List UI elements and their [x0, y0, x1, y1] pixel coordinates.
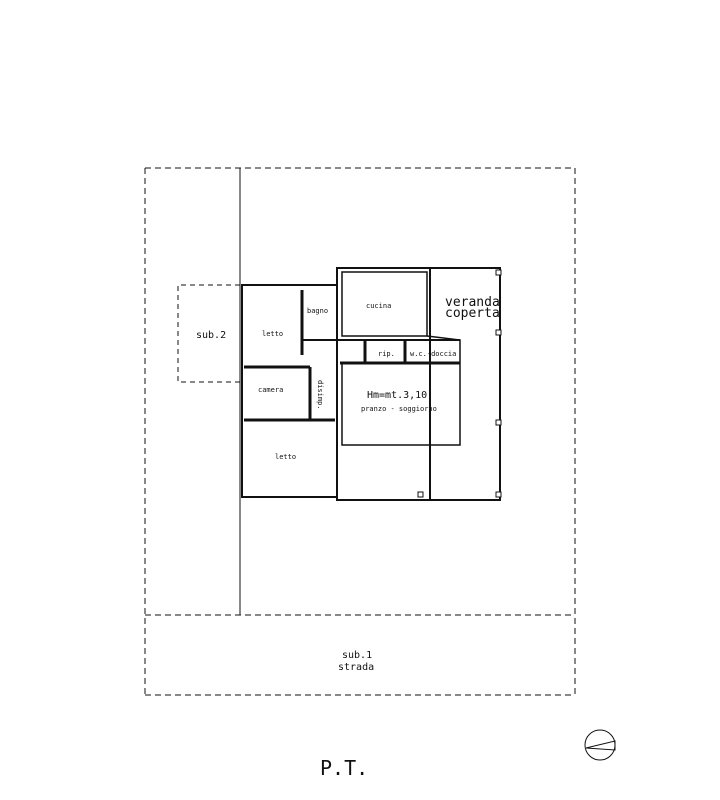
room-label-pranzo-soggiorno: pranzo - soggiorno	[361, 405, 437, 413]
strada-label: strada	[338, 662, 374, 673]
pillars	[417, 269, 502, 498]
room-label-letto: letto	[262, 330, 283, 338]
sub1-label: sub.1	[342, 650, 372, 661]
floor-label: P.T.	[320, 756, 368, 780]
room-label-wc: w.c.-doccia	[410, 350, 456, 358]
sub2-label: sub.2	[196, 330, 226, 341]
lot-boundary	[144, 167, 576, 696]
walls	[241, 267, 501, 501]
room-label-cucina: cucina	[366, 302, 391, 310]
room-height: Hm=mt.3,10	[367, 390, 427, 401]
room-label-letto-2: letto	[275, 453, 296, 461]
room-label-coperta: coperta	[445, 306, 500, 321]
room-label-rip: rip.	[378, 350, 395, 358]
room-label-bagno: bagno	[307, 307, 328, 315]
room-label-camera: camera	[258, 386, 283, 394]
compass-icon	[584, 729, 616, 761]
room-label-veranda: veranda	[445, 295, 500, 310]
room-label-disimp: disimp.	[316, 380, 324, 410]
sub2-area	[177, 284, 240, 383]
